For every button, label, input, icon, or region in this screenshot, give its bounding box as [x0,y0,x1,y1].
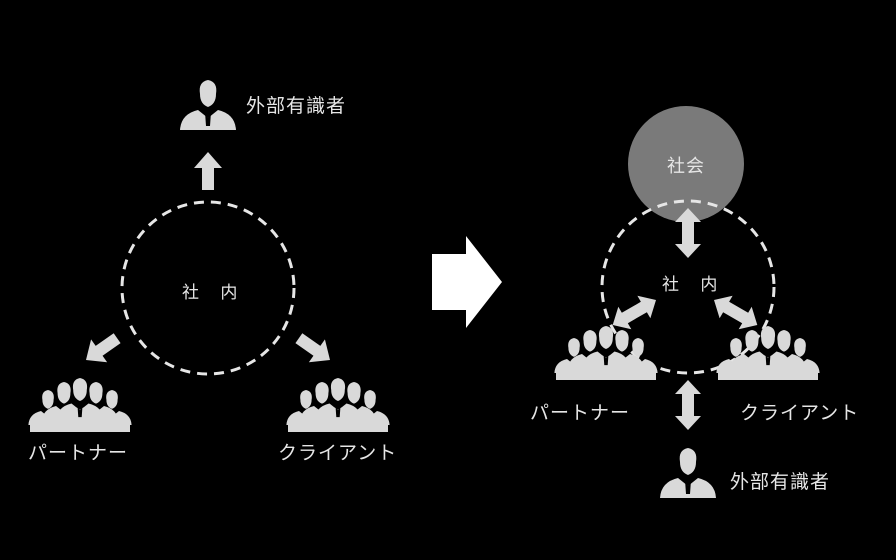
left-partner-group-icon [28,378,131,432]
left-center-label: 社 内 [182,283,246,303]
left-partner-label: パートナー [28,442,129,464]
right-expert-person-icon [660,448,716,498]
right-dashed-circle [600,199,776,375]
right-expert-label: 外部有識者 [730,471,831,493]
left-dashed-circle [120,200,296,376]
right-partner-group-icon [554,326,657,380]
society-label: 社会 [667,156,705,177]
left-expert-person-icon [180,80,236,130]
right-partner-label: パートナー [530,402,631,424]
transition-arrow-icon [432,236,502,328]
left-up-arrow-icon [194,152,222,190]
society-circle [628,106,744,222]
right-client-double-arrow-icon [707,288,764,337]
left-client-arrow-icon [290,326,339,372]
right-client-group-icon [716,326,819,380]
left-client-label: クライアント [278,442,398,464]
left-partner-arrow-icon [77,326,126,372]
left-client-group-icon [286,378,389,432]
left-expert-label: 外部有識者 [246,95,347,117]
expert-double-arrow-icon [675,380,701,430]
right-client-label: クライアント [740,402,860,424]
right-center-label: 社 内 [662,275,726,295]
